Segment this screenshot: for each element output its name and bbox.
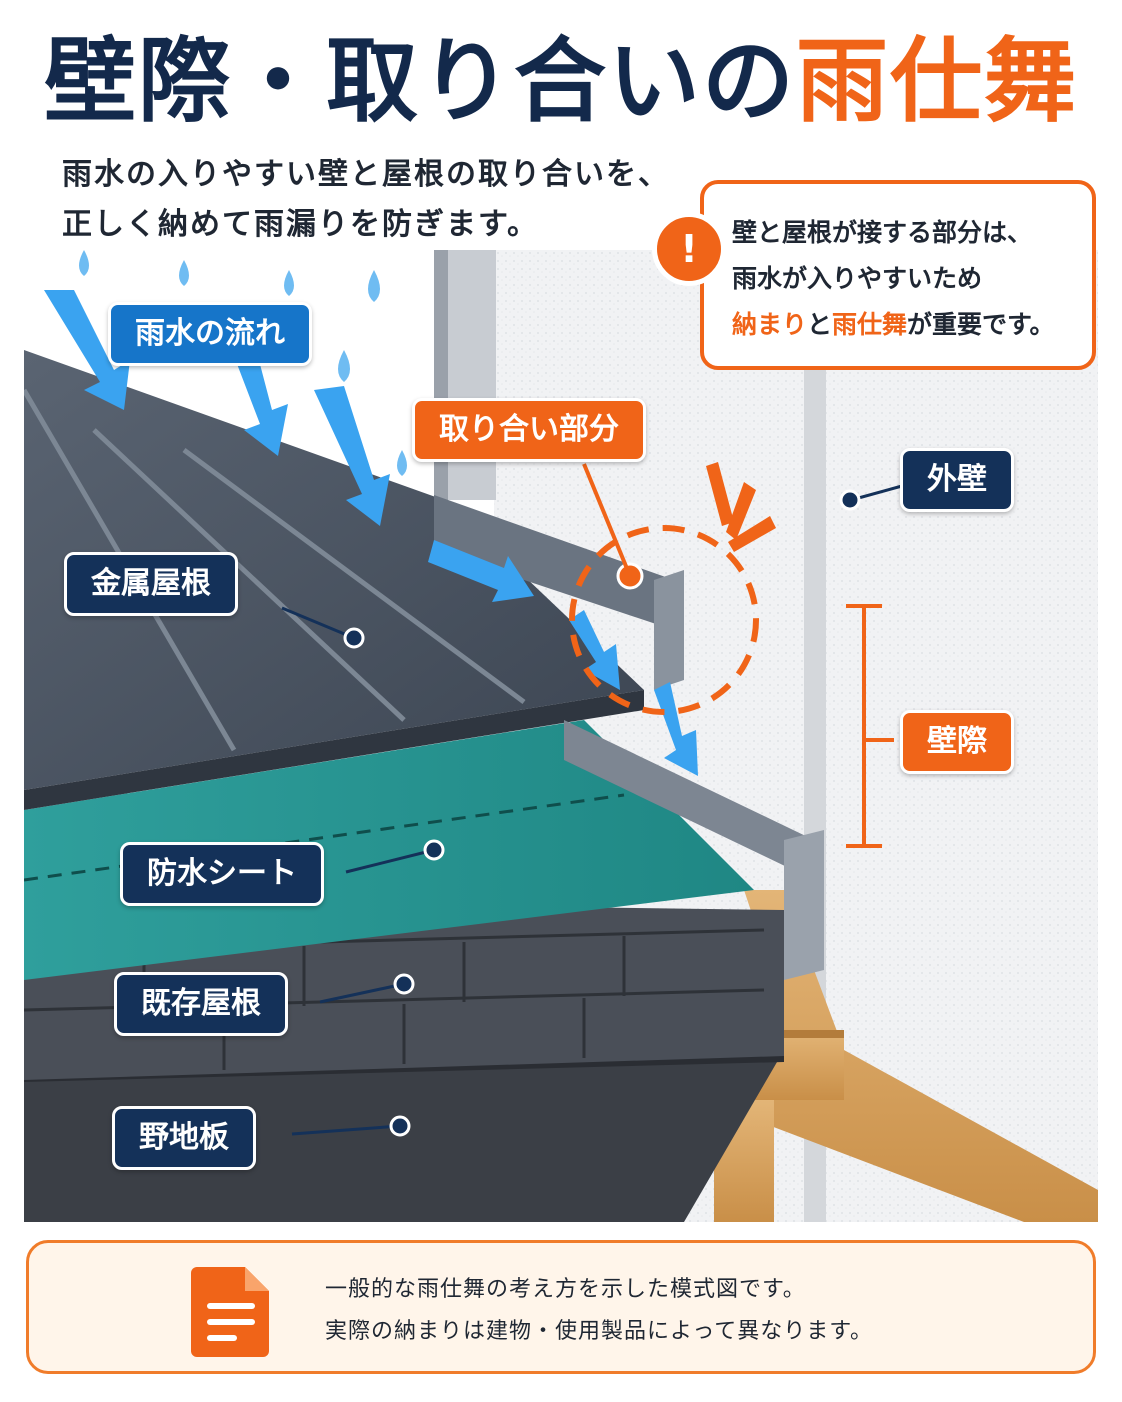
- footer-line-2: 実際の納まりは建物・使用製品によって異なります。: [325, 1319, 874, 1344]
- callout-end: が重要です。: [907, 310, 1055, 339]
- metal-roof-layer: [24, 350, 644, 810]
- document-icon: [191, 1267, 269, 1357]
- label-rain-flow: 雨水の流れ: [108, 302, 312, 366]
- label-junction: 取り合い部分: [412, 398, 646, 462]
- callout-mid: と: [807, 310, 833, 339]
- title-accent: 雨仕舞: [796, 28, 1079, 135]
- rain-flow-arrows: [44, 290, 698, 776]
- label-sheathing: 野地板: [112, 1106, 256, 1170]
- title-main: 壁際・取り合いの: [43, 28, 796, 135]
- callout-line-2: 雨水が入りやすいため: [732, 264, 983, 293]
- page-title: 壁際・取り合いの雨仕舞: [0, 22, 1122, 142]
- subtitle-line-1: 雨水の入りやすい壁と屋根の取り合いを、: [62, 157, 670, 192]
- warning-callout: 壁と屋根が接する部分は、 雨水が入りやすいため 納まりと雨仕舞が重要です。: [700, 180, 1096, 370]
- label-exterior-wall: 外壁: [900, 448, 1014, 512]
- label-metal-roof: 金属屋根: [64, 552, 238, 616]
- label-wall-edge: 壁際: [900, 710, 1014, 774]
- footer-text: 一般的な雨仕舞の考え方を示した模式図です。 実際の納まりは建物・使用製品によって…: [325, 1269, 873, 1353]
- subtitle: 雨水の入りやすい壁と屋根の取り合いを、 正しく納めて雨漏りを防ぎます。: [62, 150, 670, 250]
- exclamation-icon: !: [652, 212, 726, 286]
- subtitle-line-2: 正しく納めて雨漏りを防ぎます。: [62, 207, 539, 242]
- footer-note: 一般的な雨仕舞の考え方を示した模式図です。 実際の納まりは建物・使用製品によって…: [26, 1240, 1096, 1374]
- wall-edge-bracket: [846, 604, 894, 848]
- flashing: [434, 495, 824, 980]
- callout-highlight-1: 納まり: [732, 310, 808, 339]
- label-existing-roof: 既存屋根: [114, 972, 288, 1036]
- callout-highlight-2: 雨仕舞: [832, 310, 908, 339]
- callout-line-1: 壁と屋根が接する部分は、: [732, 218, 1033, 247]
- label-waterproof-sheet: 防水シート: [120, 842, 324, 906]
- leader-lines: [281, 484, 903, 1137]
- footer-line-1: 一般的な雨仕舞の考え方を示した模式図です。: [325, 1277, 806, 1302]
- callout-line-3: 納まりと雨仕舞が重要です。: [732, 302, 1082, 348]
- junction-ring: [569, 462, 776, 715]
- rain-drops: [79, 250, 407, 476]
